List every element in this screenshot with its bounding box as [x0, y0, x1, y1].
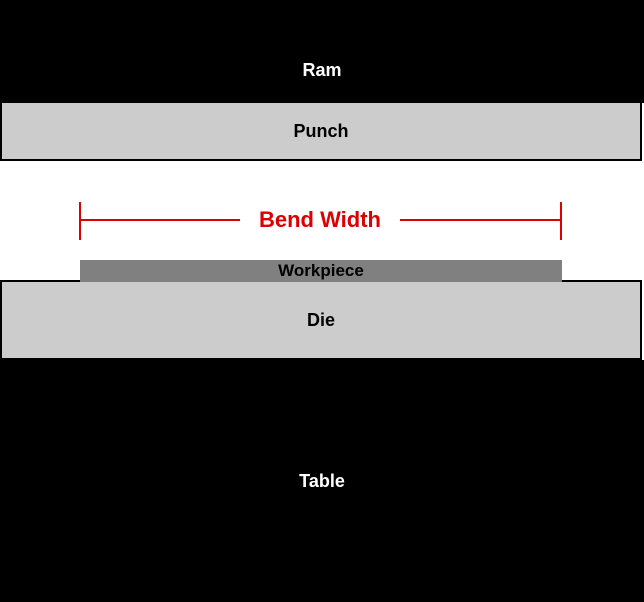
punch-block: Punch	[0, 101, 642, 161]
ram-label: Ram	[302, 60, 342, 80]
table-label: Table	[299, 470, 345, 491]
bend-width-dimension	[79, 202, 562, 240]
punch-label: Punch	[293, 120, 349, 141]
workpiece-label: Workpiece	[278, 261, 364, 280]
bend-width-label: Bend Width	[259, 207, 381, 232]
ram-block: Ram	[0, 0, 644, 103]
die-label: Die	[306, 309, 335, 330]
die-block: Die	[0, 280, 642, 360]
workpiece-block: Workpiece	[80, 260, 562, 282]
table-block: Table	[0, 360, 644, 602]
